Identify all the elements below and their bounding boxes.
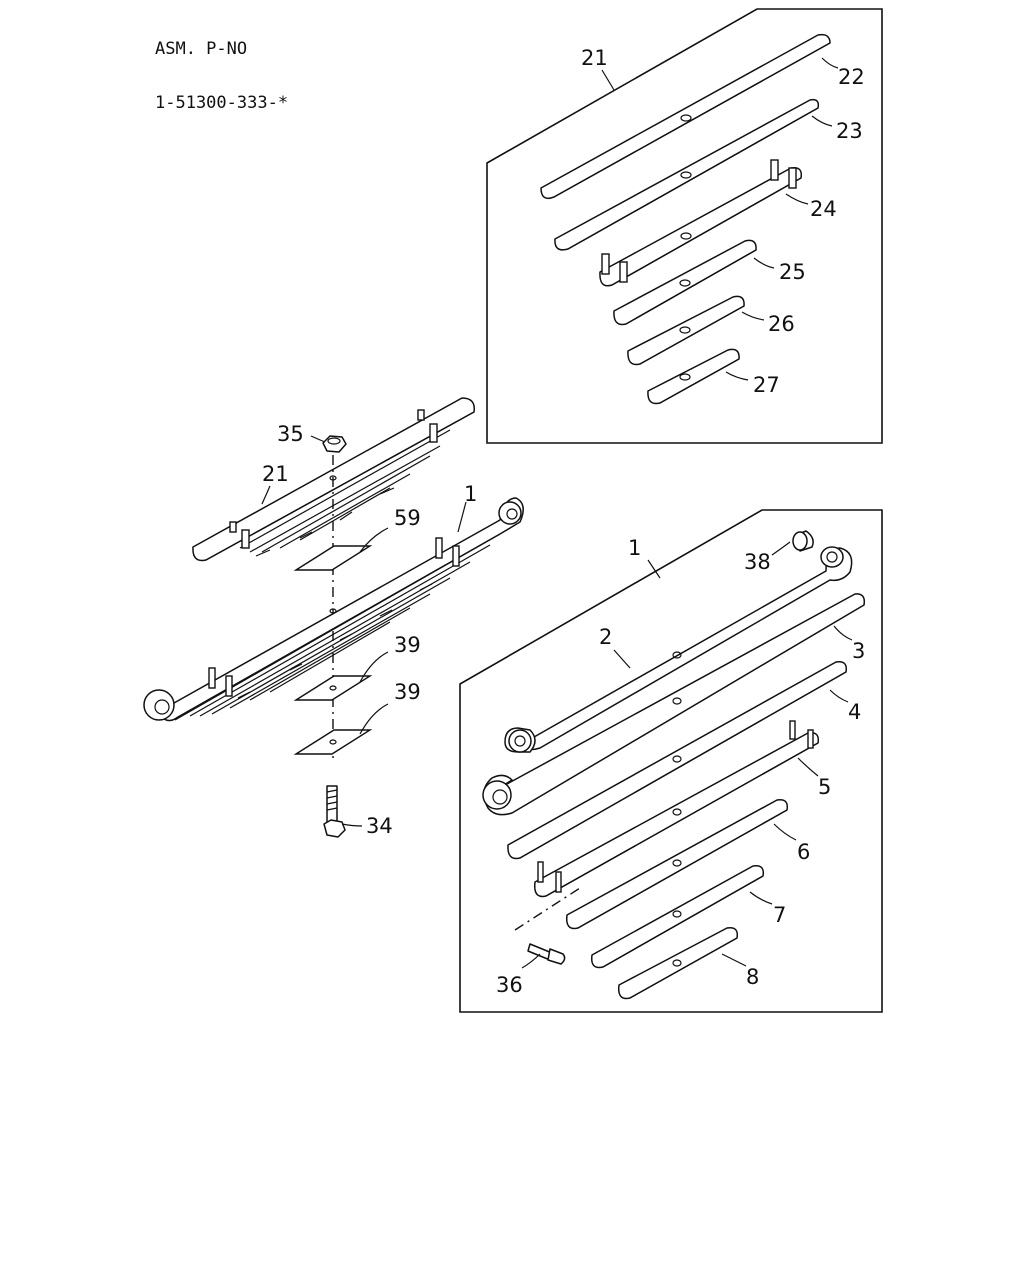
- leaf-3: [482, 593, 866, 816]
- callout-59: 59: [394, 506, 421, 530]
- callout-4: 4: [848, 700, 861, 724]
- callout-1-box: 1: [628, 536, 641, 560]
- callout-36: 36: [496, 973, 523, 997]
- leaf-27: [647, 348, 740, 405]
- main-spring-assembly: [143, 497, 524, 722]
- helper-spring-detail-box: [486, 8, 883, 444]
- callout-7: 7: [773, 903, 786, 927]
- callout-39-lower: 39: [394, 680, 421, 704]
- leaf-4: [507, 660, 848, 860]
- assembly-number: 1-51300-333-*: [155, 93, 289, 113]
- assembly-label: ASM. P-NO: [155, 39, 248, 59]
- callout-24: 24: [810, 197, 837, 221]
- main-spring-detail-box: [459, 509, 883, 1013]
- leaf-26: [627, 295, 745, 366]
- callout-3: 3: [852, 639, 865, 663]
- callout-27: 27: [753, 373, 780, 397]
- nut-35: [322, 435, 347, 481]
- callout-34: 34: [366, 814, 393, 838]
- leaf-7: [590, 864, 765, 969]
- callout-21-main: 21: [262, 462, 289, 486]
- leaf-23: [554, 98, 820, 251]
- bushing-38: [792, 530, 814, 552]
- plate-59: [293, 545, 373, 571]
- leaf-2: [504, 546, 853, 753]
- callout-5: 5: [818, 775, 831, 799]
- callout-26: 26: [768, 312, 795, 336]
- plate-39-upper: [293, 675, 373, 701]
- bolt-34: [323, 785, 346, 838]
- callout-35: 35: [277, 422, 304, 446]
- bolt-36: [514, 887, 581, 965]
- leaf-24: [599, 159, 803, 287]
- leaf-6: [565, 798, 789, 930]
- assembly-part-number: ASM. P-NO 1-51300-333-*: [155, 4, 288, 130]
- callout-25: 25: [779, 260, 806, 284]
- callout-1-main: 1: [464, 482, 477, 506]
- callout-8: 8: [746, 965, 759, 989]
- leaf-8: [617, 926, 739, 1000]
- callout-39-upper: 39: [394, 633, 421, 657]
- callout-6: 6: [797, 840, 810, 864]
- callout-23: 23: [836, 119, 863, 143]
- callout-22: 22: [838, 65, 865, 89]
- plate-39-lower: [293, 729, 373, 755]
- leaf-22: [540, 33, 831, 200]
- callout-2: 2: [599, 625, 612, 649]
- leaf-25: [613, 239, 757, 326]
- callout-38: 38: [744, 550, 771, 574]
- callout-21-box: 21: [581, 46, 608, 70]
- leaf-5: [533, 720, 820, 898]
